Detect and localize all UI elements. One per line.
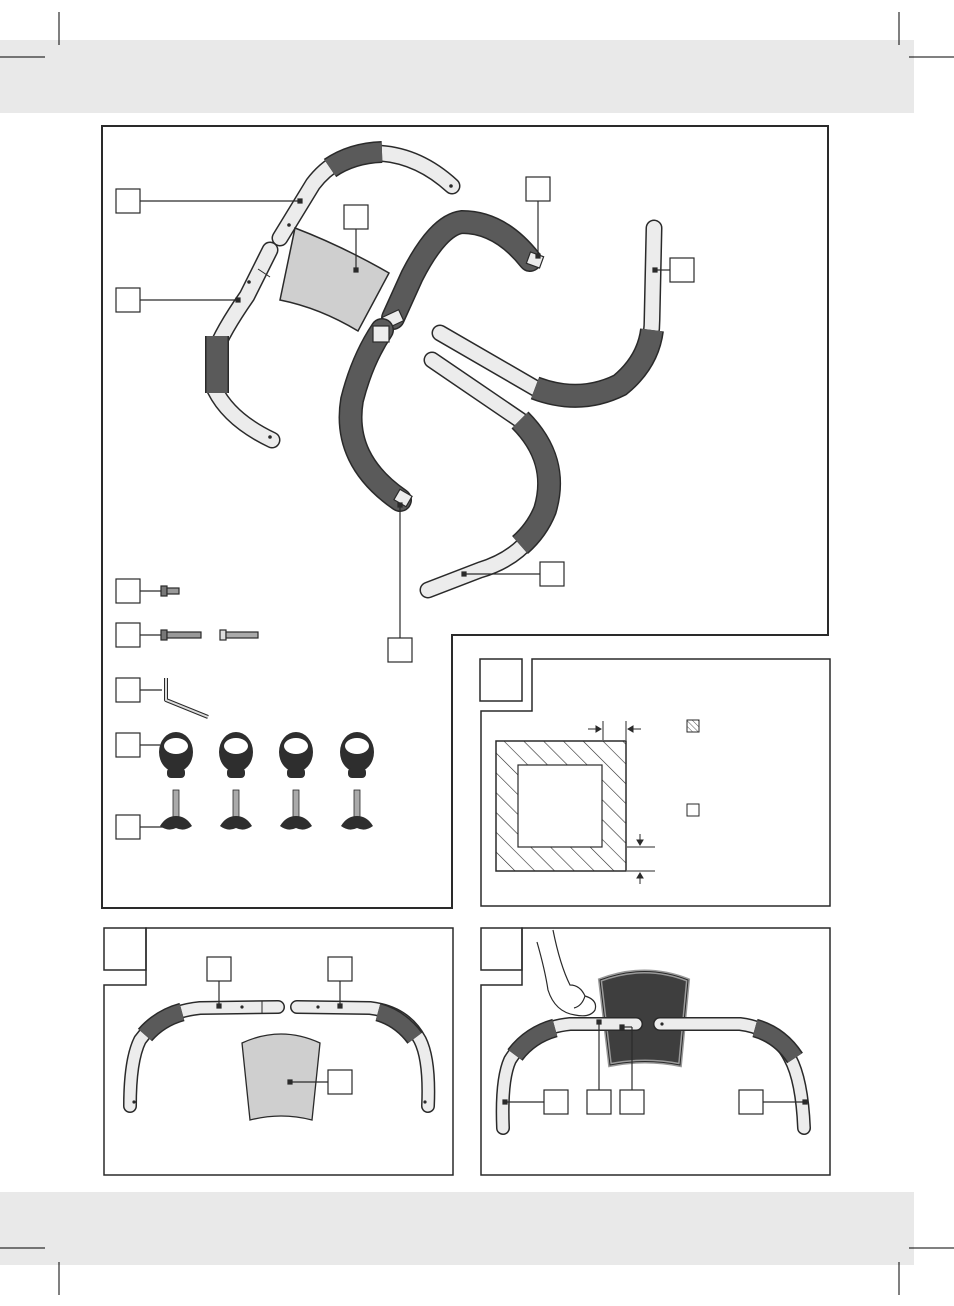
callouts-figure-1: [115, 176, 695, 663]
clamp-ring: [340, 732, 374, 778]
hatched-square-icon: [686, 719, 700, 733]
curved-bar-bottom: [338, 318, 413, 512]
knob-screw: [160, 789, 192, 830]
seat-panel: [279, 226, 391, 333]
figure-number-box: [480, 927, 523, 971]
callouts-figure-3: [206, 956, 353, 1095]
seat-panel: [241, 1033, 321, 1121]
figure-cross-section: [479, 658, 831, 907]
tube-cross-section: [495, 740, 627, 872]
bent-tube-right-lower: [419, 351, 562, 599]
allen-key: [164, 678, 209, 719]
clamp-ring: [159, 732, 193, 778]
lower-bar-left: [205, 241, 281, 449]
empty-square-icon: [686, 803, 700, 817]
long-bolt: [219, 629, 259, 641]
callouts-figure-4: [502, 1019, 808, 1115]
right-bar: [290, 1000, 436, 1113]
side-bar-right: [431, 219, 664, 408]
clamp-rings: [159, 732, 374, 778]
bottom-margin-band: [0, 1192, 914, 1265]
hand-illustration: [536, 929, 597, 1017]
knob-screws: [160, 789, 373, 830]
hardware-parts: [115, 578, 259, 840]
upper-bar-left: [271, 141, 461, 247]
crop-marks: [0, 12, 954, 1295]
clamp-ring: [219, 732, 253, 778]
figure-assembly: [480, 927, 831, 1176]
short-bolt: [160, 585, 180, 597]
left-bar: [123, 1000, 285, 1113]
knob-screw: [220, 789, 252, 830]
right-bar-assembled: [653, 1017, 811, 1135]
figure-parts-overview: [101, 125, 829, 909]
top-margin-band: [0, 40, 914, 113]
knob-screw: [341, 789, 373, 830]
figure-number-box: [479, 658, 523, 702]
figure-components-layout: [103, 927, 454, 1176]
dimension-arrows: [588, 721, 655, 884]
knob-screw: [280, 789, 312, 830]
figure-number-box: [103, 927, 147, 971]
curved-foam-bar: [381, 209, 545, 330]
long-bolt: [160, 629, 202, 641]
clamp-ring: [279, 732, 313, 778]
